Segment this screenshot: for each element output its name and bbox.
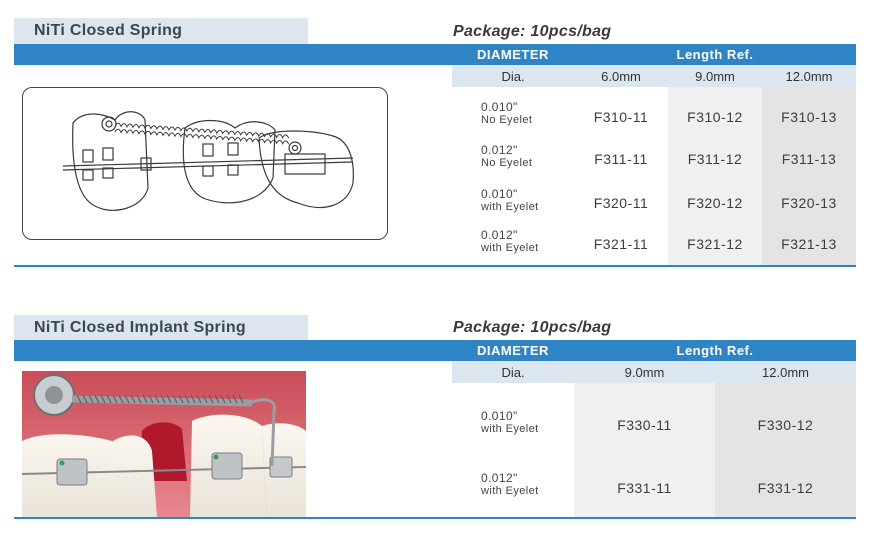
dia-cell: 0.010" with Eyelet xyxy=(481,187,539,214)
dia-label: Dia. xyxy=(452,65,574,87)
package-info: Package: 10pcs/bag xyxy=(453,23,612,40)
product-code: F331-11 xyxy=(617,480,672,496)
dia-cell: 0.010" No Eyelet xyxy=(481,100,533,127)
product-code: F310-11 xyxy=(593,109,649,125)
column-9mm xyxy=(668,87,762,265)
dia-cell: 0.012" with Eyelet xyxy=(481,228,539,255)
table-header-bar xyxy=(14,44,856,65)
braces-photo-illustration xyxy=(22,371,306,517)
length-12mm: 12.0mm xyxy=(715,361,856,383)
length-ref-header: Length Ref. xyxy=(676,47,754,62)
product-code: F321-12 xyxy=(687,236,743,252)
closed-spring-illustration xyxy=(22,87,388,240)
dia-label: Dia. xyxy=(452,361,574,383)
length-12mm: 12.0mm xyxy=(762,65,856,87)
column-12mm xyxy=(762,87,856,265)
product-code: F320-12 xyxy=(687,195,743,211)
product-code: F311-13 xyxy=(781,151,837,167)
diameter-header: DIAMETER xyxy=(477,47,549,62)
product-code: F310-13 xyxy=(781,109,837,125)
product-code: F320-11 xyxy=(593,195,649,211)
table-bottom-rule xyxy=(14,265,856,267)
column-12mm xyxy=(715,383,856,517)
product-code: F321-13 xyxy=(781,236,837,252)
table-bottom-rule xyxy=(14,517,856,519)
product-code: F320-13 xyxy=(781,195,837,211)
product-code: F310-12 xyxy=(687,109,743,125)
dia-cell: 0.012" No Eyelet xyxy=(481,143,533,170)
dia-cell: 0.012" with Eyelet xyxy=(481,471,539,498)
product-code: F321-11 xyxy=(593,236,649,252)
product-code: F311-12 xyxy=(687,151,743,167)
implant-spring-photo xyxy=(22,371,306,517)
section-title: NiTi Closed Implant Spring xyxy=(14,315,308,341)
length-9mm: 9.0mm xyxy=(668,65,762,87)
section-title: NiTi Closed Spring xyxy=(14,18,308,44)
length-9mm: 9.0mm xyxy=(574,361,715,383)
column-6mm xyxy=(574,87,668,265)
product-code: F330-11 xyxy=(617,417,672,433)
length-6mm: 6.0mm xyxy=(574,65,668,87)
table-header-bar xyxy=(14,340,856,361)
diameter-header: DIAMETER xyxy=(477,343,549,358)
section-niti-closed-implant-spring: NiTi Closed Implant Spring Package: 10pc… xyxy=(0,310,874,540)
product-code: F330-12 xyxy=(757,417,814,433)
teeth-spring-drawing xyxy=(62,111,354,211)
dia-row: Dia. 9.0mm 12.0mm xyxy=(452,361,856,383)
product-code: F331-12 xyxy=(757,480,814,496)
length-ref-header: Length Ref. xyxy=(676,343,754,358)
dia-cell: 0.010" with Eyelet xyxy=(481,409,539,436)
product-code: F311-11 xyxy=(594,151,648,167)
column-9mm xyxy=(574,383,715,517)
dia-row: Dia. 6.0mm 9.0mm 12.0mm xyxy=(452,65,856,87)
section-niti-closed-spring: NiTi Closed Spring Package: 10pcs/bag DI… xyxy=(14,18,856,267)
package-info: Package: 10pcs/bag xyxy=(453,319,612,336)
